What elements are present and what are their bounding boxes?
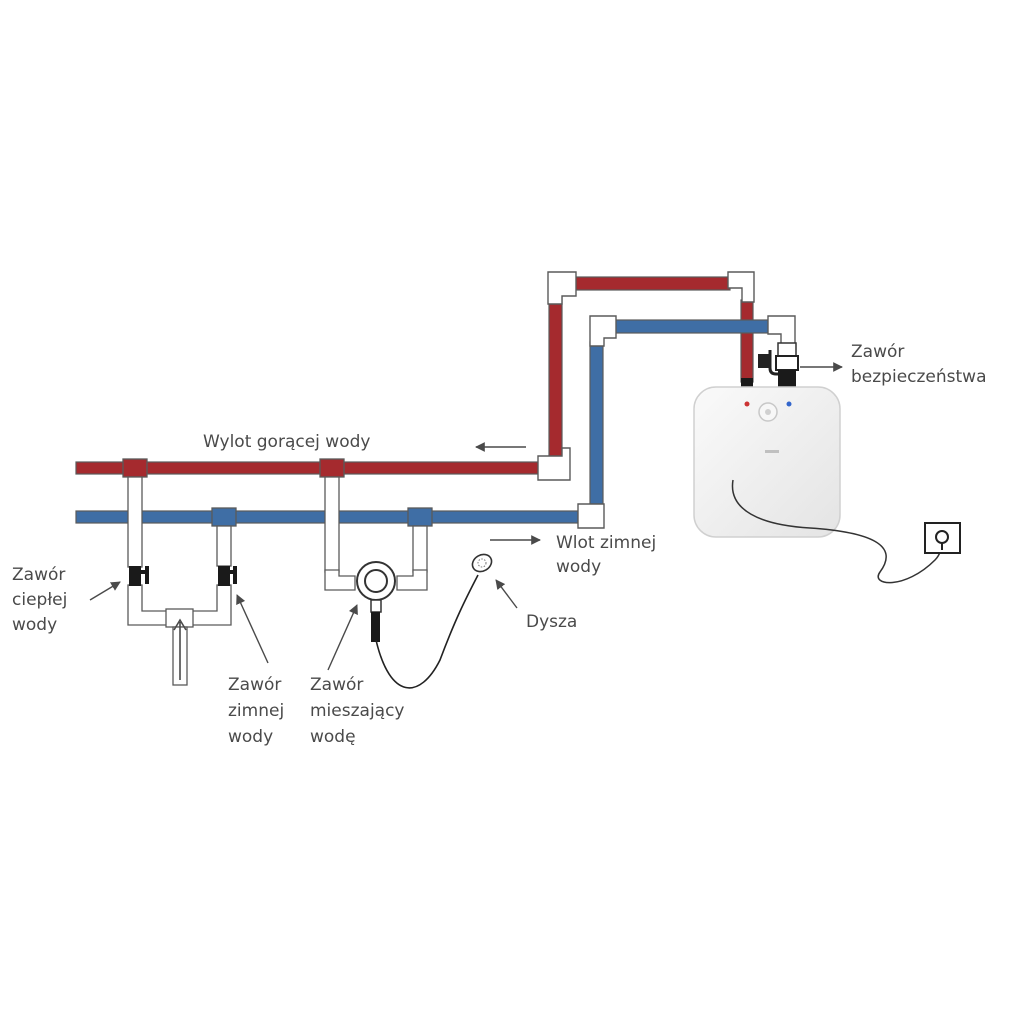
mixing-tap-assembly [319,458,433,591]
hot-valve-arrow [89,581,121,601]
heater-indicator-red [744,401,750,407]
hot-water-top-pipe [574,276,731,291]
safety-valve-label: Zawór bezpieczeństwa [851,342,987,387]
cold-valve-label: Zawór zimnej wody [228,675,290,747]
water-heater [693,386,841,538]
cold-valve-arrow [236,594,269,664]
heater-indicator-blue [786,401,792,407]
power-socket-icon [924,522,961,554]
hot-water-outlet-label: Wylot gorącej wody [203,432,370,452]
cold-elbow-bottom [577,503,605,529]
water-heater-body [693,386,841,538]
hot-elbow-bottom [537,447,571,481]
mixing-valve-arrow [327,604,358,671]
power-cord [731,479,943,584]
shower-hose [375,574,479,689]
nozzle-label: Dysza [526,612,577,632]
safety-valve [741,342,799,388]
cold-elbow-top-right [767,315,796,347]
cold-water-inlet-label: Wlot zimnej wody [556,533,662,577]
hot-valve-label: Zawór ciepłej wody [12,565,73,635]
mixing-valve-icon [356,561,396,642]
hot-water-valve-icon [129,566,149,586]
hot-elbow-top-right [727,271,755,303]
outlet-arrow-icon [173,618,187,680]
left-tap-assembly [122,458,237,686]
cold-water-valve-icon [218,566,237,586]
hot-elbow-top-left [547,271,577,305]
pipe-network [75,276,794,524]
cold-water-top-pipe [613,319,771,334]
shower-head-icon [471,553,493,573]
heater-logo [765,450,779,453]
cold-elbow-top-left [589,315,617,347]
mixing-valve-label: Zawór mieszający wodę [310,675,410,747]
annotation-arrows [89,362,843,671]
nozzle-arrow [495,579,518,609]
hot-water-heater-pipe [740,299,754,383]
elbow-fittings [537,271,796,529]
hot-water-riser-pipe [548,289,563,463]
cold-water-riser-pipe [589,341,604,505]
